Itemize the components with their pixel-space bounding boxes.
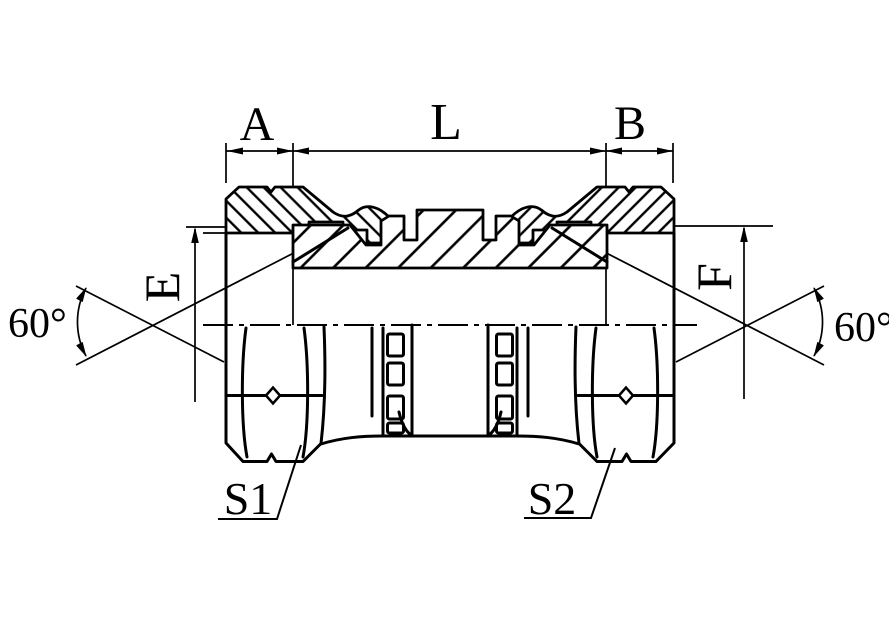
dimension-label-a: A bbox=[240, 98, 275, 151]
nut-face-edges bbox=[224, 231, 676, 327]
body-section bbox=[291, 208, 609, 270]
right-thread-crests bbox=[495, 332, 514, 435]
right-hex-nut-outline bbox=[573, 323, 676, 463]
arrowhead bbox=[227, 147, 243, 155]
wrench-flat-label-s1: S1 bbox=[224, 473, 273, 524]
dimension-label-b: B bbox=[614, 97, 646, 150]
top-dimension-lines bbox=[225, 143, 674, 325]
cone-angle-label-right: 60° bbox=[834, 305, 889, 351]
arrowhead bbox=[590, 147, 606, 155]
arrowhead bbox=[657, 147, 673, 155]
arrowhead bbox=[740, 226, 748, 242]
left-hex-nut-outline bbox=[224, 323, 327, 463]
wrench-flat-label-s2: S2 bbox=[528, 473, 577, 524]
left-thread-crests bbox=[386, 332, 405, 435]
cone-angle-label-left: 60° bbox=[8, 301, 67, 347]
dimension-label-f: F bbox=[686, 263, 742, 291]
arrowhead bbox=[606, 147, 622, 155]
facet-diamond bbox=[264, 385, 282, 406]
arrowhead bbox=[277, 147, 293, 155]
arrowhead bbox=[293, 147, 309, 155]
facet-diamond bbox=[617, 385, 635, 406]
center-body-outside-view bbox=[319, 323, 581, 446]
dimension-label-l: L bbox=[430, 94, 462, 151]
arrowhead bbox=[191, 227, 199, 243]
dimension-label-e: E bbox=[134, 272, 190, 303]
wrench-flat-leaders bbox=[218, 444, 616, 520]
